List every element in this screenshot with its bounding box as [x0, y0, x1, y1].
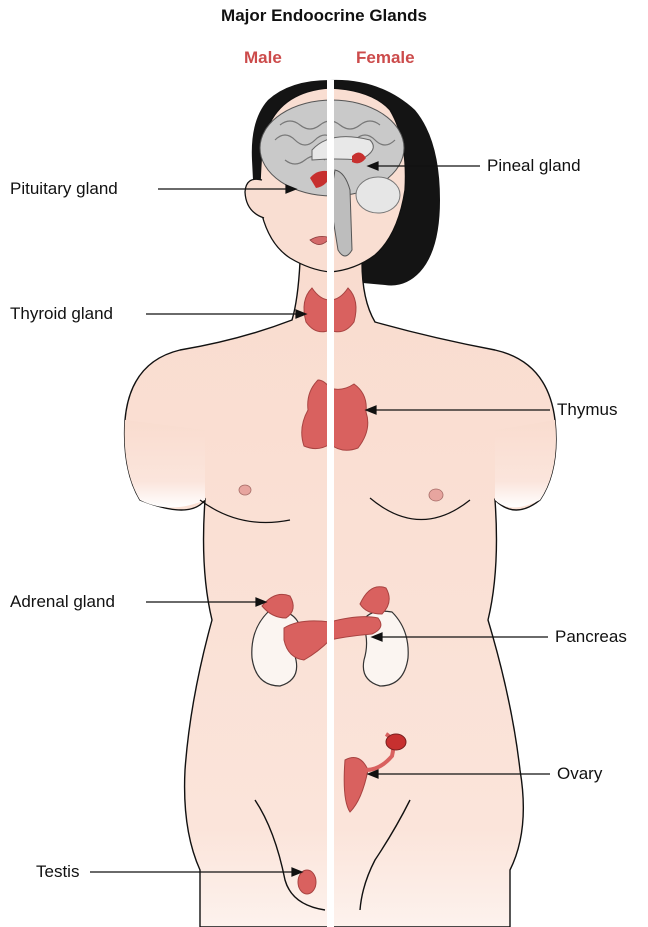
- label-pancreas: Pancreas: [555, 627, 627, 647]
- label-pituitary-gland: Pituitary gland: [10, 179, 118, 199]
- label-ovary: Ovary: [557, 764, 602, 784]
- label-thymus: Thymus: [557, 400, 617, 420]
- label-thyroid-gland: Thyroid gland: [10, 304, 113, 324]
- ovary: [386, 734, 406, 750]
- right-arm: [495, 420, 556, 508]
- label-pineal-gland: Pineal gland: [487, 156, 581, 176]
- male-heading: Male: [244, 48, 282, 68]
- label-adrenal-gland: Adrenal gland: [10, 592, 115, 612]
- testis: [298, 870, 316, 894]
- cerebellum: [356, 177, 400, 213]
- label-testis: Testis: [36, 862, 79, 882]
- male-ear: [245, 179, 264, 218]
- thymus: [302, 380, 368, 450]
- female-heading: Female: [356, 48, 415, 68]
- body-silhouette: [125, 262, 556, 927]
- diagram-title: Major Endoocrine Glands: [0, 6, 648, 26]
- midline-divider: [327, 80, 334, 927]
